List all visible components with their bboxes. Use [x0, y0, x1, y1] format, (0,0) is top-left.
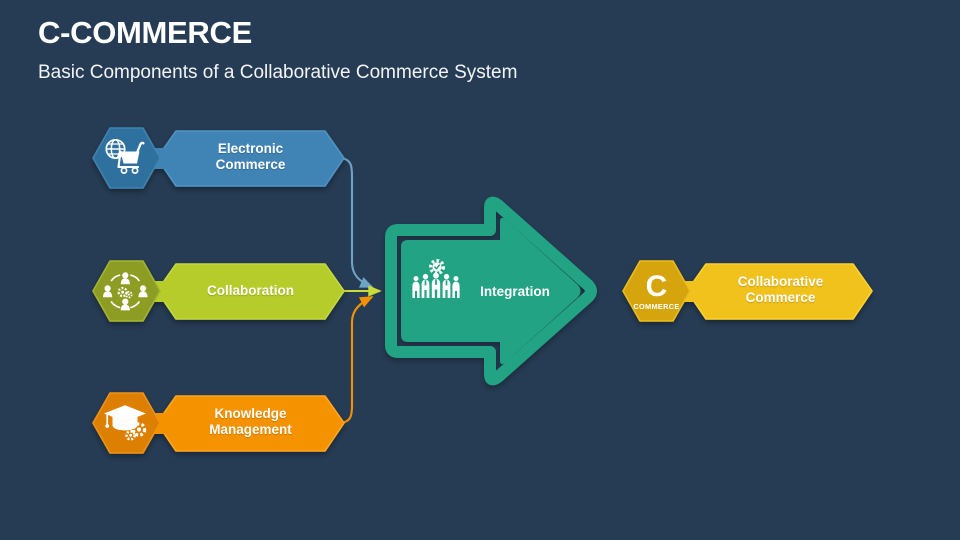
globe-shopping-cart-icon	[105, 138, 145, 174]
node-collaborative-commerce[interactable]	[622, 260, 873, 322]
integration-arrow-outline	[385, 196, 597, 386]
page-subtitle: Basic Components of a Collaborative Comm…	[38, 62, 518, 84]
integration-arrow-body[interactable]	[401, 217, 581, 365]
integration-arrow[interactable]	[385, 196, 597, 386]
collaboration-icon-shape[interactable]	[92, 260, 161, 322]
electronic-commerce-label-shape[interactable]	[156, 130, 345, 187]
collaborative-commerce-label-shape[interactable]	[686, 263, 873, 320]
connector-electronic-commerce-to-integration	[337, 156, 374, 288]
knowledge-management-label-shape[interactable]	[156, 395, 345, 452]
slide-header: C-COMMERCE Basic Components of a Collabo…	[38, 15, 738, 84]
connector-knowledge-management-to-integration	[337, 296, 374, 425]
collaborative-commerce-icon-shape[interactable]	[622, 260, 691, 322]
node-collaboration[interactable]	[92, 260, 345, 322]
people-network-gears-icon	[103, 272, 148, 311]
page-title: C-COMMERCE	[38, 15, 252, 50]
team-gear-check-icon	[412, 258, 460, 298]
collaboration-label-shape[interactable]	[156, 263, 345, 320]
